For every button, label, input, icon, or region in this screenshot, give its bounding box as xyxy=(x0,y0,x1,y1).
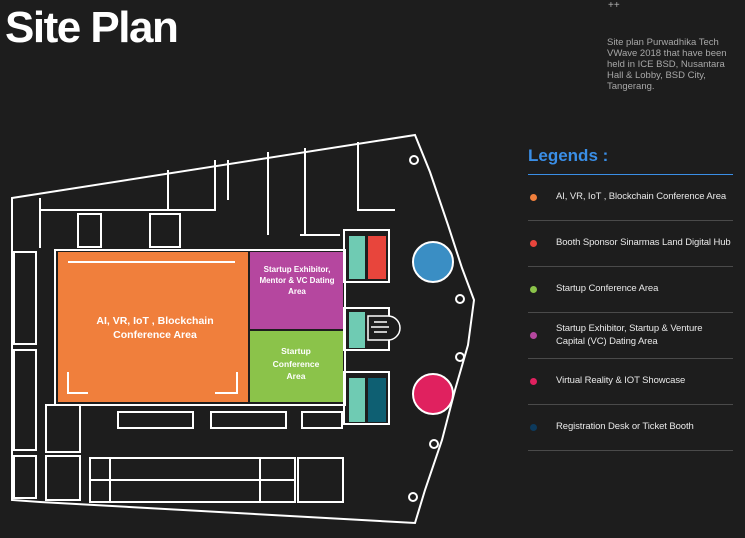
booth-teal-bottom xyxy=(349,378,365,422)
top-wall-segment xyxy=(39,142,395,248)
legend-label: Virtual Reality & IOT Showcase xyxy=(556,375,686,387)
zone-startup-label: Startup Conference Area xyxy=(272,346,320,381)
bottom-booth-2 xyxy=(210,411,287,429)
top-wall-box xyxy=(77,213,102,248)
legend-label: Startup Conference Area xyxy=(556,283,659,295)
bottom-stair-2 xyxy=(297,457,344,503)
left-room xyxy=(13,251,37,345)
left-room-3 xyxy=(13,455,37,499)
legend-dot xyxy=(530,424,537,431)
legend-item: Startup Conference Area xyxy=(528,267,733,313)
legend-title: Legends : xyxy=(528,146,609,165)
booth-teal-mid xyxy=(349,312,365,348)
legend-dot xyxy=(530,240,537,247)
right-booth-frame xyxy=(343,229,390,283)
legend-item: AI, VR, IoT , Blockchain Conference Area xyxy=(528,175,733,221)
zone-exhibitor-area xyxy=(250,252,343,329)
legend-item: Booth Sponsor Sinarmas Land Digital Hub xyxy=(528,221,733,267)
bottom-booth xyxy=(117,411,194,429)
booth-sponsor xyxy=(368,236,386,279)
left-room-5 xyxy=(45,455,81,501)
zone-conference-area xyxy=(58,252,248,402)
legend-label: AI, VR, IoT , Blockchain Conference Area xyxy=(556,191,727,203)
bottom-booth-3 xyxy=(301,411,343,429)
outer-wall xyxy=(11,133,476,525)
legend-item: Virtual Reality & IOT Showcase xyxy=(528,359,733,405)
booth-teal-top xyxy=(349,236,365,279)
legend-dot xyxy=(530,332,537,339)
zone-conference-label: AI, VR, IoT , Blockchain Conference Area xyxy=(96,315,214,341)
legend-item: Registration Desk or Ticket Booth xyxy=(528,405,733,451)
top-wall-box-2 xyxy=(149,213,181,248)
legend-label: Registration Desk or Ticket Booth xyxy=(556,421,694,433)
columns xyxy=(408,155,465,502)
legend-label: Startup Exhibitor, Startup & Venture Cap… xyxy=(556,323,703,347)
stage-brackets xyxy=(67,261,238,394)
booth-registration xyxy=(368,378,386,422)
page-title: Site Plan xyxy=(5,3,179,52)
marker-text: ++ xyxy=(608,0,620,11)
left-room-2 xyxy=(13,349,37,451)
legend-divider xyxy=(528,174,733,175)
entry-turnstile xyxy=(367,315,401,341)
showcase-circle-blue xyxy=(412,241,454,283)
legend-list: AI, VR, IoT , Blockchain Conference Area… xyxy=(528,175,733,451)
legend-item: Startup Exhibitor, Startup & Venture Cap… xyxy=(528,313,733,359)
legend-dot xyxy=(530,378,537,385)
zone-exhibitor-label: Startup Exhibitor, Mentor & VC Dating Ar… xyxy=(259,265,335,296)
zone-startup-area xyxy=(250,331,343,402)
floor-plan-walls xyxy=(11,133,476,525)
legend-dot xyxy=(530,194,537,201)
showcase-circle-vr xyxy=(412,373,454,415)
site-description: Site plan Purwadhika Tech VWave 2018 tha… xyxy=(607,37,727,92)
right-booth-frame-3 xyxy=(343,371,390,425)
left-room-4 xyxy=(45,404,81,453)
legend-dot xyxy=(530,286,537,293)
legend-label: Booth Sponsor Sinarmas Land Digital Hub xyxy=(556,237,731,249)
